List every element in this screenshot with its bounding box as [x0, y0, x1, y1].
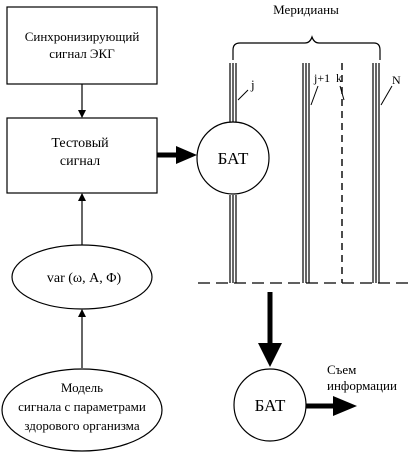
output-label-line2: информации — [327, 378, 397, 393]
arrow-down-to-bat — [258, 292, 282, 367]
sync-ecg-label-line1: Синхронизирующий — [25, 29, 140, 44]
meridian-j1-label: j+1 — [313, 71, 330, 85]
meridian-k-pointer — [339, 85, 345, 101]
test-signal-label-line2: сигнал — [60, 154, 100, 169]
bat-bottom-label: БАТ — [255, 396, 286, 415]
meridian-n-pointer — [380, 85, 393, 106]
sync-ecg-box — [6, 6, 158, 85]
meridian-j-label: j — [250, 77, 255, 92]
meridian-n — [372, 63, 380, 283]
test-signal-label-line1: Тестовый — [51, 136, 109, 151]
meridian-j1-pointer — [310, 85, 319, 106]
meridian-k-label: k — [336, 71, 342, 85]
arrow-bat-to-output — [306, 396, 357, 416]
healthy-model-ellipse — [1, 368, 163, 452]
model-label-line1: Модель — [61, 380, 103, 395]
meridian-j-pointer — [237, 89, 249, 101]
arrow-test-to-bat — [157, 146, 197, 164]
meridian-n-label: N — [392, 73, 401, 87]
model-label-line2: сигнала с параметрами — [18, 399, 146, 414]
meridian-j — [229, 63, 237, 283]
bat-top-label: БАТ — [218, 149, 249, 168]
sync-ecg-label-line2: сигнал ЭКГ — [49, 46, 115, 61]
meridians-brace — [232, 35, 381, 60]
meridians-title: Меридианы — [273, 2, 339, 17]
output-label-line1: Съем — [327, 362, 356, 377]
bat-top-circle — [196, 121, 270, 195]
var-parameters-label: var (ω, A, Φ) — [47, 271, 122, 286]
meridian-j-plus-1 — [302, 63, 310, 283]
model-label-line3: здорового организма — [24, 418, 139, 433]
test-signal-box — [6, 117, 158, 194]
